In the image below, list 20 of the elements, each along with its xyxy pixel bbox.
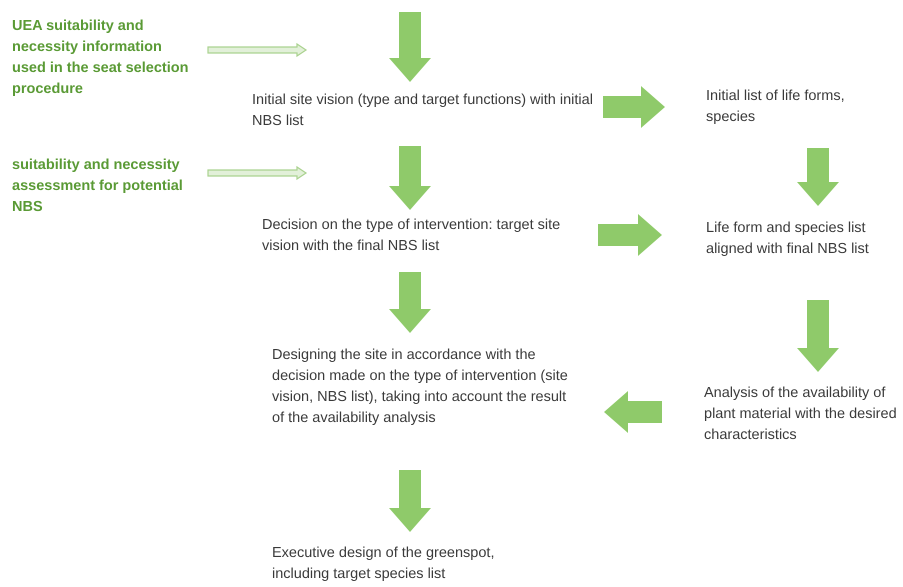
block-arrow <box>207 42 308 58</box>
block-arrow <box>389 470 431 532</box>
block-arrow <box>598 214 662 256</box>
block-arrow <box>389 146 431 210</box>
block-arrow <box>389 272 431 333</box>
step-text: Decision on the type of intervention: target site vision with the final NBS list <box>262 216 562 256</box>
step-text: Life form and species list aligned with final NBS list <box>706 219 870 259</box>
block-arrow <box>389 12 431 82</box>
block-arrow <box>797 148 839 206</box>
step-text: Initial list of life forms, species <box>706 87 846 127</box>
step-text: Executive design of the greenspot, including target species list <box>272 544 496 584</box>
step-text: Initial site vision (type and target functions) with initial NBS list <box>252 91 594 131</box>
input-note: UEA suitability and necessity information used in the seat selection procedure <box>12 17 190 99</box>
block-arrow <box>604 391 662 433</box>
input-note: suitability and necessity assessment for potential NBS <box>12 156 184 217</box>
step-text: Designing the site in accordance with the decision made on the type of intervention (site vision, NBS list), taking into account the result of the availability analysis <box>272 346 569 428</box>
block-arrow <box>603 86 665 128</box>
block-arrow <box>207 166 308 180</box>
step-text: Analysis of the availability of plant material with the desired characteristics <box>704 384 898 445</box>
block-arrow <box>797 300 839 372</box>
